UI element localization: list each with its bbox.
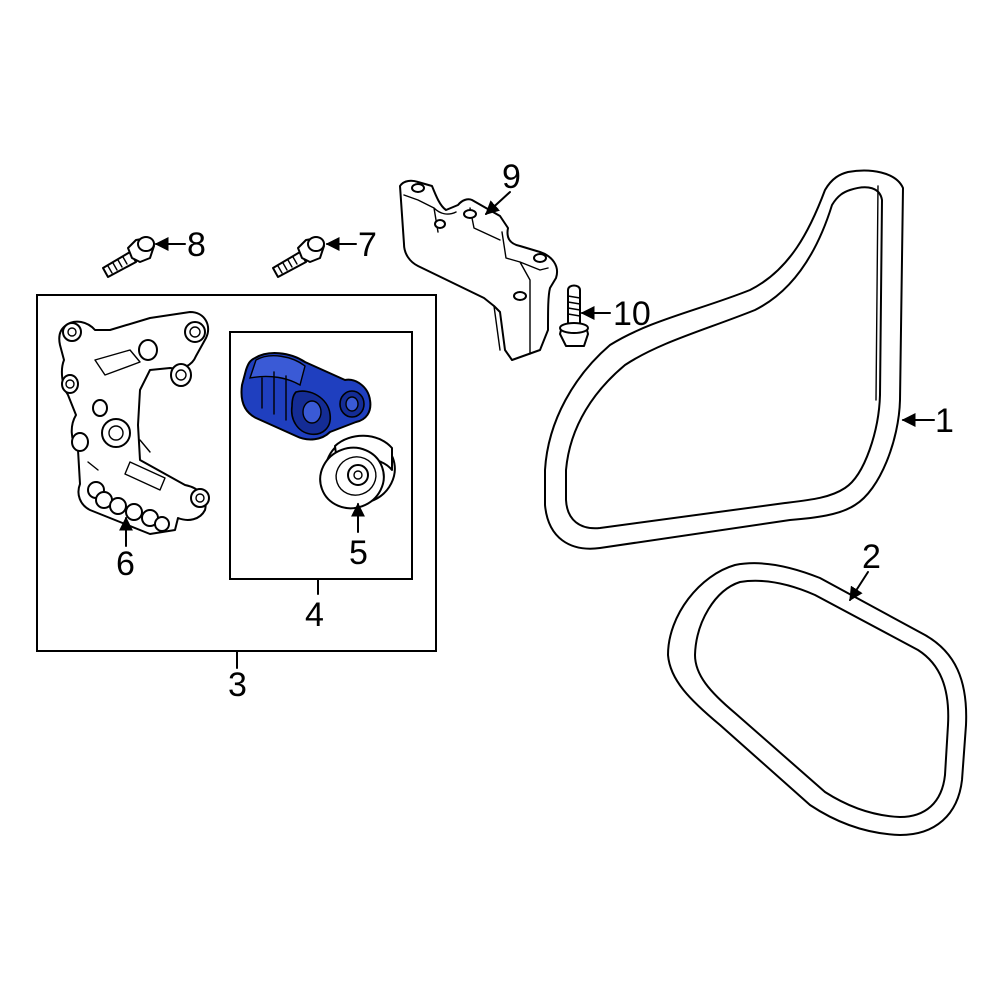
drive-belt-1[interactable] — [544, 169, 904, 550]
callout-5: 5 — [349, 534, 368, 572]
callout-10: 10 — [613, 295, 651, 333]
callout-3: 3 — [228, 666, 247, 704]
assembly-box-4 — [229, 331, 413, 580]
bolt-8[interactable] — [102, 236, 155, 278]
drive-belt-2[interactable] — [667, 562, 968, 836]
bolt-7[interactable] — [272, 236, 325, 278]
bolt-10[interactable] — [559, 284, 589, 347]
idler-pulley-5[interactable] — [312, 427, 405, 517]
mounting-bracket-6[interactable] — [58, 311, 210, 535]
callout-9: 9 — [502, 158, 521, 196]
callout-7: 7 — [358, 226, 377, 264]
callout-1: 1 — [935, 402, 954, 440]
support-bracket-9[interactable] — [399, 179, 558, 361]
callout-8: 8 — [187, 226, 206, 264]
callout-2: 2 — [862, 538, 881, 576]
belt-tensioner-highlighted[interactable] — [240, 352, 372, 441]
callout-4: 4 — [305, 596, 324, 634]
callout-6: 6 — [116, 545, 135, 583]
